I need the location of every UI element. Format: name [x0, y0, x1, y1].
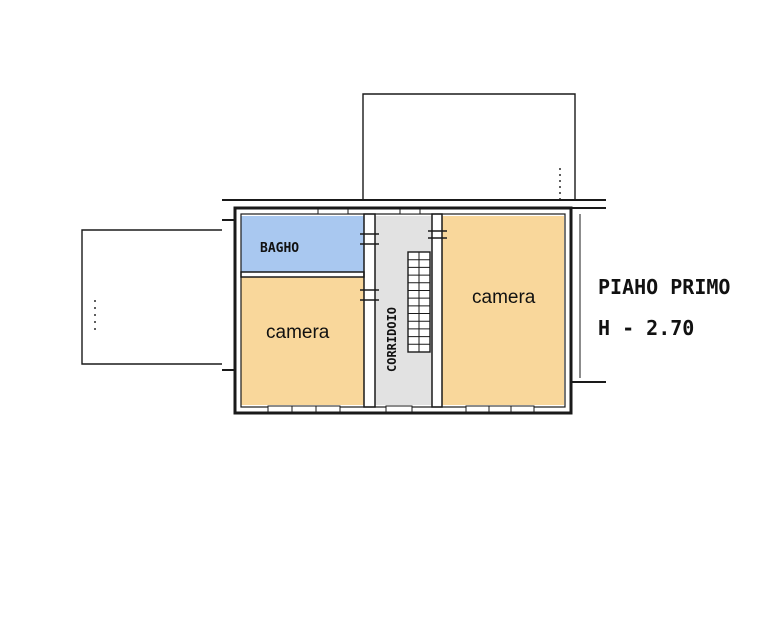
door-marks — [360, 230, 447, 301]
corridoio-label: CORRIDOIO — [385, 307, 399, 372]
bagno-room — [241, 216, 364, 272]
camera-left-room — [241, 277, 364, 405]
outer-walls — [222, 199, 606, 415]
bagno-label: BAGHO — [260, 241, 299, 256]
ceiling-height-label: H - 2.70 — [598, 316, 694, 340]
windows — [267, 208, 535, 413]
camera-right-label: camera — [472, 287, 536, 308]
upper-terrace-outline — [362, 93, 576, 200]
staircase — [407, 251, 431, 353]
floor-title: PIAHO PRIMO — [598, 275, 730, 299]
camera-right-room — [442, 216, 564, 405]
camera-left-label: camera — [266, 322, 330, 343]
left-balcony-outline — [81, 229, 222, 365]
